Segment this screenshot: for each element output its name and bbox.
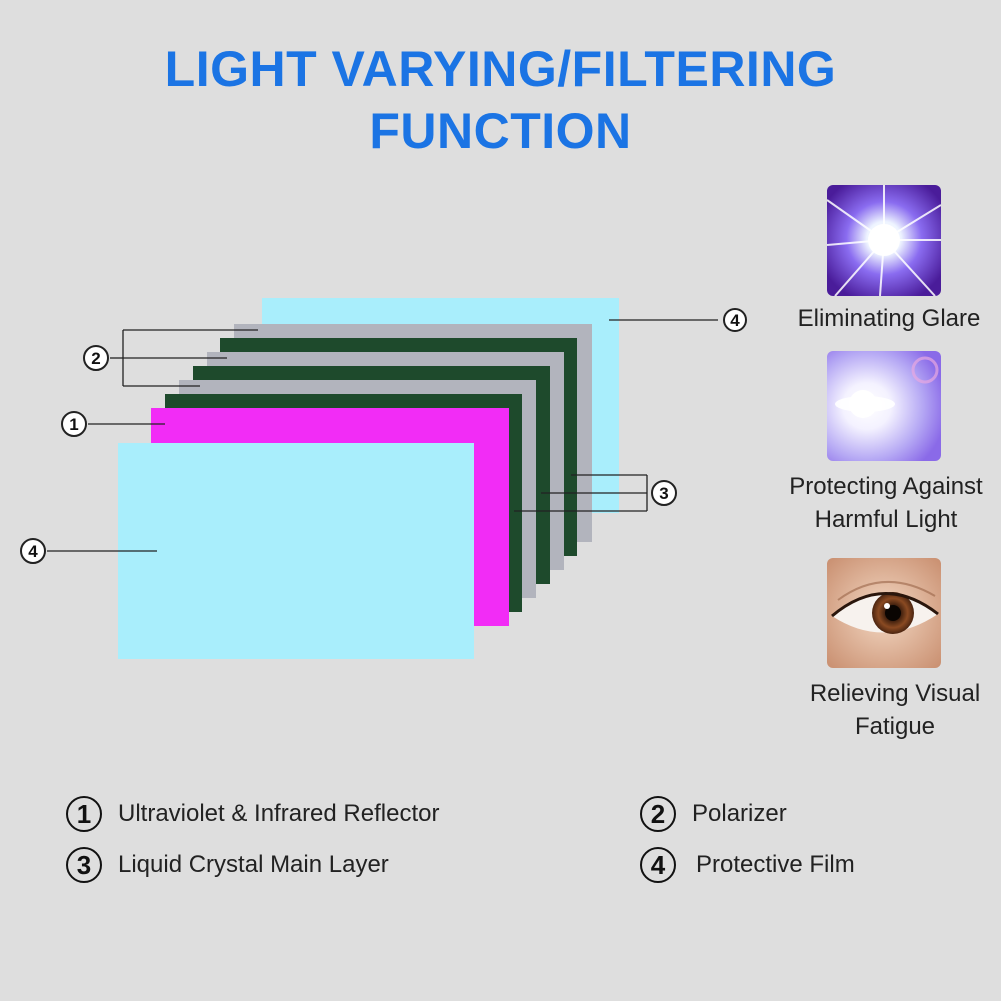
callout-4-top-label: 4 [730,311,740,330]
page-title: LIGHT VARYING/FILTERING FUNCTION [0,38,1001,162]
callout-2-label: 2 [91,349,100,368]
title-line-2: FUNCTION [369,103,632,159]
feature-eliminating-glare: Eliminating Glare [784,302,994,335]
callout-4-left-label: 4 [28,542,38,561]
feature-relieving-visual-fatigue: Relieving Visual Fatigue [790,677,1000,743]
feature-label-line1: Relieving Visual [809,680,981,707]
feature-label-line1: Eliminating Glare [797,305,981,332]
eye-icon [827,558,941,668]
callout-1-circle [61,411,87,437]
feature-label-line2: Harmful Light [814,506,958,533]
starburst-glare-icon [827,185,941,296]
callout-3-label: 3 [659,484,668,503]
feature-label-line1: Protecting Against [789,473,983,500]
feature-protecting-harmful-light: Protecting Against Harmful Light [780,470,992,536]
callout-1-label: 1 [69,415,78,434]
layer-protective-film-front [118,443,474,659]
callout-4-left-circle [20,538,46,564]
title-line-1: LIGHT VARYING/FILTERING [164,41,837,97]
bright-light-icon [827,351,941,461]
callout-4-top-circle [723,308,747,332]
feature-label-line2: Fatigue [854,713,936,740]
callout-2-circle [83,345,109,371]
callout-3-circle [651,480,677,506]
